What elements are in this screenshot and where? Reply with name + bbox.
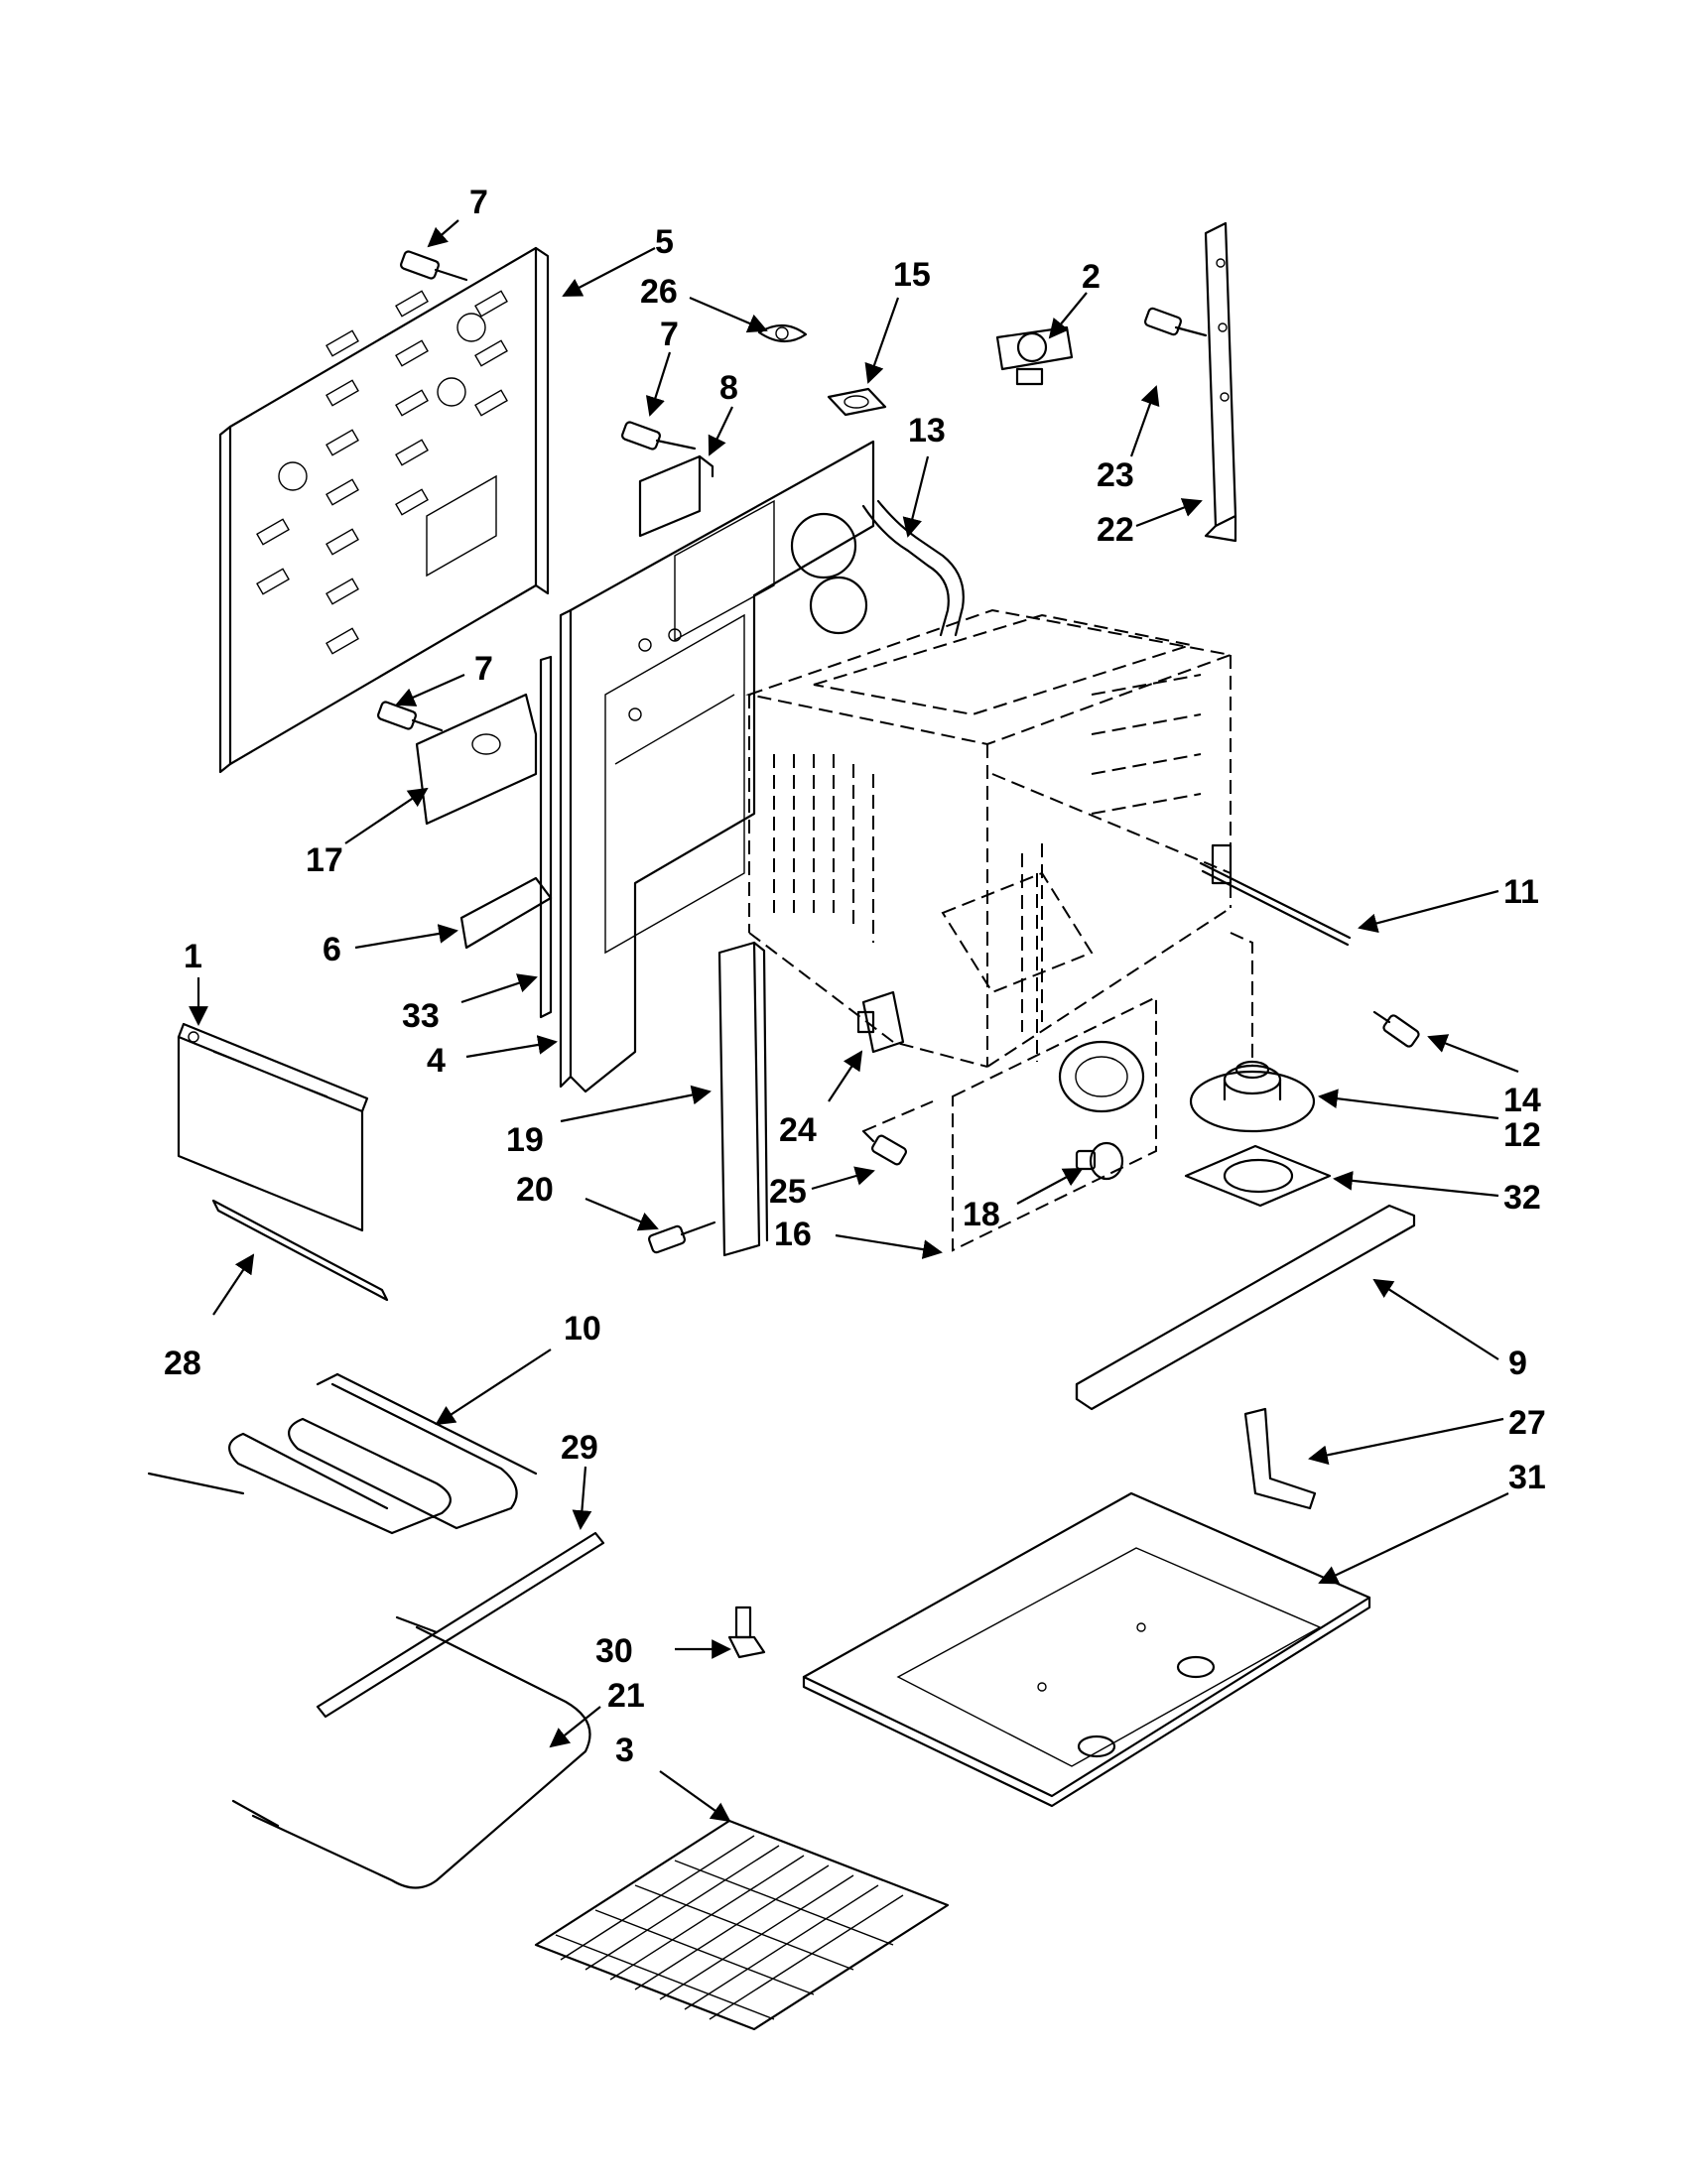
trim-strip-part-33 [539,655,553,1019]
callout-33: 33 [402,997,440,1035]
callout-32: 32 [1503,1179,1541,1217]
panel-part-1 [177,1022,369,1232]
callout-19: 19 [506,1121,544,1159]
callout-22: 22 [1097,511,1134,549]
screw-part-7-middle [621,421,697,450]
callout-12: 12 [1503,1116,1541,1154]
strip-part-28 [211,1199,389,1302]
light-socket [1058,1040,1145,1113]
side-panel-part-4 [559,440,875,1093]
callout-26: 26 [640,273,678,311]
callout-24: 24 [779,1111,817,1149]
bracket-part-17 [415,693,538,826]
rear-panel-part-5 [218,246,550,774]
callout-28: 28 [164,1345,201,1382]
leveling-leg-part-30 [727,1606,766,1659]
callout-17: 17 [306,841,343,879]
vent-gasket-part-15 [827,387,887,417]
callout-10: 10 [564,1310,601,1348]
mount-part-12 [1189,932,1316,1133]
thermostat-part-2 [995,325,1074,386]
callout-18: 18 [963,1196,1000,1233]
base-pan-part-31 [802,1491,1371,1808]
callout-4: 4 [427,1042,446,1080]
callout-30: 30 [595,1632,633,1670]
vertical-bracket-part-22 [1204,221,1237,543]
callout-15: 15 [893,256,931,294]
callout-23: 23 [1097,456,1134,494]
gasket-part-32 [1184,1144,1332,1208]
screw-part-25 [861,1100,934,1166]
callout-6: 6 [323,931,341,968]
callout-leaders [189,219,1519,1823]
bake-element-part-21 [231,1615,591,1889]
screw-part-14 [1372,1010,1420,1048]
callout-13: 13 [908,412,946,450]
callout-20: 20 [516,1171,554,1209]
callout-25: 25 [769,1173,807,1211]
callout-14: 14 [1503,1082,1541,1119]
callout-7-middle: 7 [660,316,679,353]
callout-2: 2 [1082,258,1101,296]
oven-cavity-box [745,608,1234,1068]
callout-9: 9 [1508,1345,1527,1382]
callout-31: 31 [1508,1459,1546,1496]
trim-part-19 [717,941,769,1257]
callout-labels: 7 5 26 7 8 15 13 2 23 22 7 17 6 33 4 1 1… [164,184,1546,1769]
callout-21: 21 [607,1677,645,1715]
callout-11: 11 [1503,873,1539,911]
light-housing-part-16 [952,873,1157,1252]
bracket-part-26 [757,323,808,343]
bracket-part-27 [1243,1407,1317,1510]
oven-rack-part-3 [534,1819,950,2031]
callout-3: 3 [615,1732,634,1769]
plate-part-6 [459,876,553,950]
switch-part-24 [856,990,905,1054]
callout-7-top: 7 [469,184,488,221]
callout-27: 27 [1508,1404,1546,1442]
callout-8: 8 [719,369,738,407]
screw-part-7-top [400,250,468,282]
callout-1: 1 [184,938,202,975]
rail-part-9 [1075,1204,1416,1411]
pipe-part-13 [861,499,965,637]
callout-7-lower: 7 [474,650,493,688]
callout-29: 29 [561,1429,598,1467]
bracket-part-8 [638,454,714,538]
screw-part-20 [647,1220,716,1254]
screw-part-23 [1143,307,1208,337]
callout-16: 16 [774,1216,812,1253]
screw-part-7-lower [377,701,444,732]
strip-part-29 [316,1531,605,1719]
callout-5: 5 [655,223,674,261]
rod-part-11 [1199,843,1352,947]
bulb-part-18 [1075,1141,1124,1181]
